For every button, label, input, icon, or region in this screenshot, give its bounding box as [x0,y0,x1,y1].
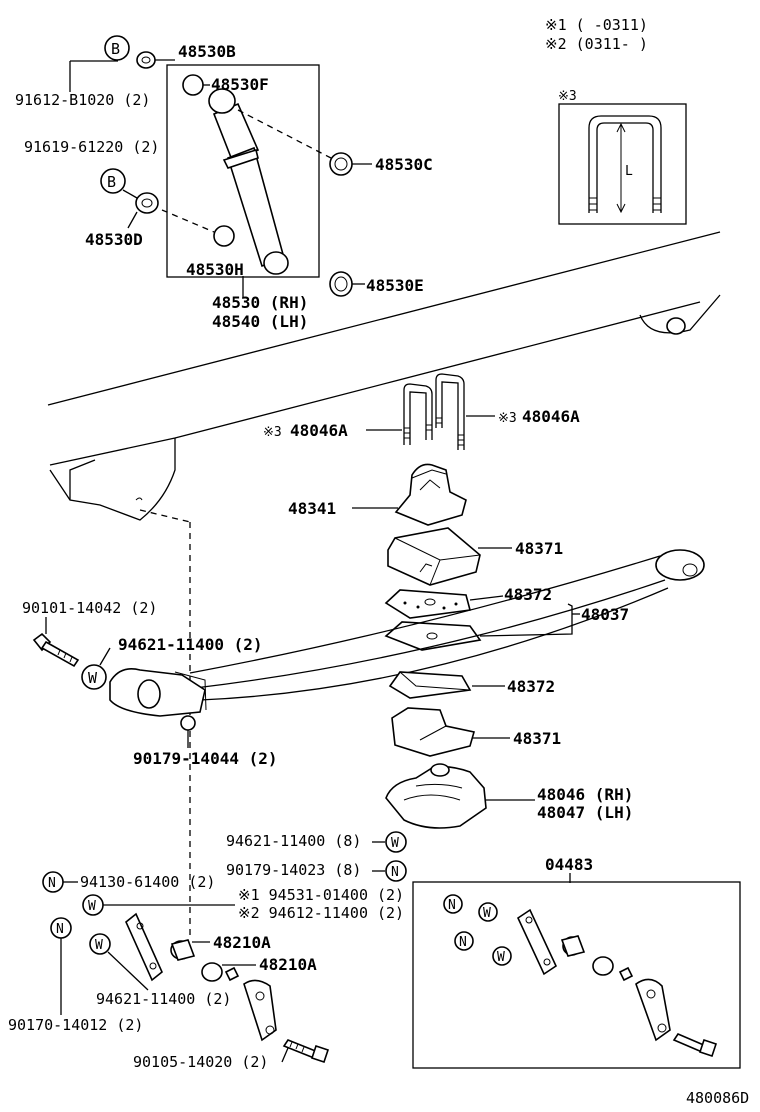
bushings-shock [135,51,353,297]
inset-dim-l: L [625,164,633,179]
label-48046rh: 48046 (RH) [537,785,633,804]
mark-w-1-text: W [88,669,98,687]
shackle-hardware [125,912,330,1064]
mark-n-1-text: N [391,865,399,880]
label-48371-bot: 48371 [513,729,561,748]
label-48341: 48341 [288,499,336,518]
nut-90179-14044 [180,715,196,731]
label-48371-top: 48371 [515,539,563,558]
label-48047lh: 48047 (LH) [537,803,633,822]
label-91612: 91612-B1020 (2) [15,91,150,109]
label-94531-01400: ※1 94531-01400 (2) [238,886,404,904]
mark-b-1 [104,35,130,61]
mark-n-2-text: N [48,876,56,891]
label-94130-61400: 94130-61400 (2) [80,873,215,891]
label-48530e: 48530E [366,276,424,295]
mark-w-2-text: W [391,836,399,851]
label-48372-bot: 48372 [507,677,555,696]
note-1: ※1 ( -0311) [545,16,648,34]
shock-absorber [208,88,289,275]
mark-w-4 [89,933,111,955]
mark-w-3-text: W [88,899,96,914]
label-94621-11400-c: 94621-11400 (2) [96,990,231,1008]
mark-n-1 [385,860,407,882]
label-90170-14012: 90170-14012 (2) [8,1016,143,1034]
spring-seat-upper [387,527,481,586]
label-48530f: 48530F [211,75,269,94]
mark-w-2 [385,831,407,853]
spring-plate [385,763,487,829]
label-48046a-left: 48046A [290,421,348,440]
label-90179-14023: 90179-14023 (8) [226,861,361,879]
bump-stopper [394,463,467,526]
inset-mark: ※3 [558,89,577,104]
note-2: ※2 (0311- ) [545,35,648,53]
label-94621-11400-b: 94621-11400 (8) [226,832,361,850]
label-48210a-1: 48210A [213,933,271,952]
label-90179-14044: 90179-14044 (2) [133,749,278,768]
label-48530b: 48530B [178,42,236,61]
mark-b-2 [100,168,126,194]
label-48540lh: 48540 (LH) [212,312,308,331]
label-48530h: 48530H [186,260,244,279]
mark-w-4-text: W [95,938,103,953]
label-48530c: 48530C [375,155,433,174]
label-48210a-2: 48210A [259,955,317,974]
mark-b-2-text: B [107,173,116,191]
bolt-90101-14042 [32,632,80,668]
kit-mark-n-1: N [448,898,456,913]
mark-n-3-text: N [56,922,64,937]
leaf-pad-lower [388,671,472,699]
kit-mark-w-1: W [483,906,491,921]
u-bolts [403,373,465,450]
label-91619: 91619-61220 (2) [24,138,159,156]
label-48530d: 48530D [85,230,143,249]
diagram-id: 480086D [686,1089,749,1107]
label-48037: 48037 [581,605,629,624]
label-48046a-right: 48046A [522,407,580,426]
kit-mark-w-2: W [497,950,505,965]
kit-box-04483 [412,881,741,1069]
leaf-spring [109,549,705,717]
mark-b-1-text: B [111,40,120,58]
leaf-pad-upper [384,589,482,651]
kit-mark-n-2: N [459,935,467,950]
spring-seat-lower [391,707,476,757]
label-94612-11400: ※2 94612-11400 (2) [238,904,404,922]
frame-leader [139,509,191,523]
label-48530rh: 48530 (RH) [212,293,308,312]
label-94621-11400-a: 94621-11400 (2) [118,635,263,654]
u-bolt-length-inset: ※3 L [558,89,687,225]
label-90105-14020: 90105-14020 (2) [133,1053,268,1071]
label-90101-14042: 90101-14042 (2) [22,599,157,617]
mark3-left: ※3 [263,425,282,440]
mark-w-1 [81,664,107,690]
kit-04483-parts: N W N W [443,894,718,1058]
mark3-right: ※3 [498,411,517,426]
label-04483: 04483 [545,855,593,874]
frame-rail [47,231,721,521]
